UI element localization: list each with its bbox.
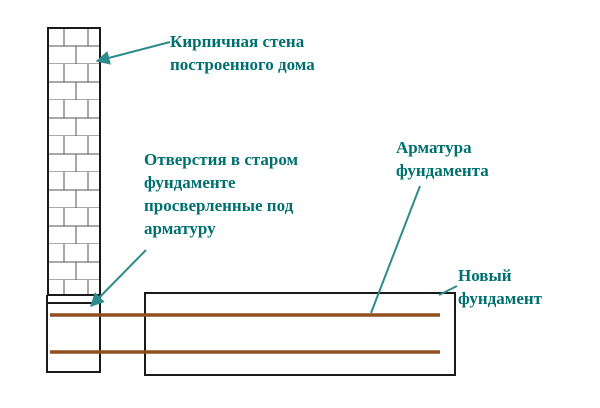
label-foundation-rebar: Арматура фундамента — [396, 137, 489, 183]
label-line: фундаменте — [144, 172, 236, 192]
label-line: арматуру — [144, 218, 216, 238]
label-line: Кирпичная стена — [170, 32, 305, 51]
brick-wall — [47, 27, 101, 296]
holes-leader-line — [90, 249, 147, 307]
new-foundation-leader-line — [438, 285, 458, 296]
rebar-leader-line — [370, 185, 421, 314]
label-line: Арматура — [396, 138, 472, 157]
new-foundation — [144, 292, 456, 376]
old-foundation — [46, 295, 101, 373]
label-new-foundation: Новый фундамент — [458, 265, 542, 311]
label-line: построенного дома — [170, 54, 315, 74]
rebar-bars — [50, 313, 440, 354]
label-line: фундамент — [458, 288, 543, 308]
brick-wall-leader-line — [95, 41, 171, 65]
label-holes-in-old-foundation: Отверстия в старом фундаменте просверлен… — [144, 149, 298, 241]
label-line: Отверстия в старом — [144, 150, 299, 169]
label-line: просверленные под — [144, 195, 294, 215]
label-line: фундамента — [396, 160, 489, 180]
label-line: Новый — [458, 266, 512, 285]
leader-lines — [90, 41, 458, 314]
label-brick-wall: Кирпичная стена построенного дома — [170, 31, 315, 77]
